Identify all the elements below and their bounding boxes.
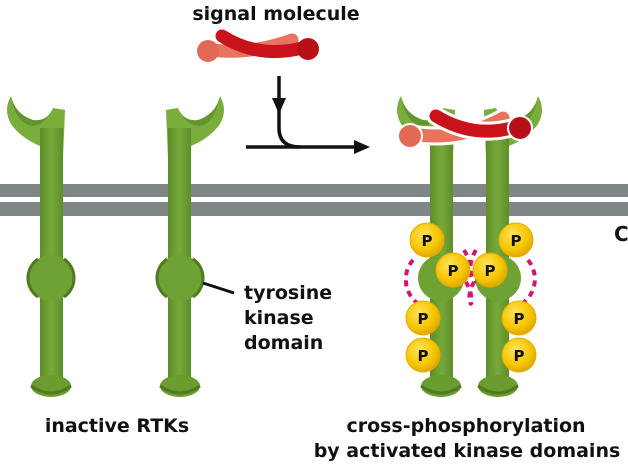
cut-off-label: C: [614, 222, 628, 246]
svg-text:kinase: kinase: [244, 307, 314, 329]
reaction-arrow: [246, 76, 370, 154]
phosphate-label: P: [511, 232, 522, 250]
inactive-rtk-2: [155, 96, 224, 397]
phosphate-circle: [435, 252, 471, 288]
phosphate-group: P: [501, 337, 537, 373]
phosphate-group: P: [405, 337, 441, 373]
cell-membrane: [0, 184, 628, 216]
phosphate-label: P: [422, 232, 433, 250]
membrane-outer-leaflet: [0, 184, 628, 197]
phosphate-label: P: [514, 310, 525, 328]
signal-molecule-free: [197, 29, 319, 62]
svg-text:domain: domain: [244, 332, 323, 354]
phosphate-circle: [409, 222, 445, 258]
phosphate-group: P: [472, 252, 508, 288]
phosphate-group: P: [498, 222, 534, 258]
tyrosine-kinase-domain: [155, 255, 205, 301]
membrane-inner-leaflet: [0, 202, 628, 216]
signal-molecule-bound: [397, 106, 533, 149]
kinase-domain-pointer-line: [202, 281, 235, 295]
phosphate-group: P: [405, 300, 441, 336]
phosphate-circle: [501, 337, 537, 373]
tyrosine-kinase-domain: [26, 255, 76, 301]
phosphate-circle: [405, 337, 441, 373]
cross-phosphorylation-label: cross-phosphorylation by activated kinas…: [314, 415, 621, 462]
phosphate-group: P: [409, 222, 445, 258]
signal-molecule-label: signal molecule: [192, 3, 359, 25]
svg-text:by activated kinase domains: by activated kinase domains: [314, 440, 621, 462]
phosphate-label: P: [485, 262, 496, 280]
phosphate-circle: [405, 300, 441, 336]
phosphate-circle: [501, 300, 537, 336]
inactive-rtk-1: [7, 96, 76, 397]
phosphate-label: P: [448, 262, 459, 280]
phosphate-label: P: [418, 310, 429, 328]
tyrosine-kinase-domain-label: tyrosine kinase domain: [244, 282, 332, 354]
phosphate-group: P: [501, 300, 537, 336]
svg-text:cross-phosphorylation: cross-phosphorylation: [346, 415, 585, 437]
phosphate-label: P: [418, 347, 429, 365]
inactive-rtks-label: inactive RTKs: [45, 415, 189, 437]
phosphate-label: P: [514, 347, 525, 365]
phosphate-circle: [498, 222, 534, 258]
phosphate-group: P: [435, 252, 471, 288]
svg-text:tyrosine: tyrosine: [244, 282, 332, 304]
phosphate-circle: [472, 252, 508, 288]
